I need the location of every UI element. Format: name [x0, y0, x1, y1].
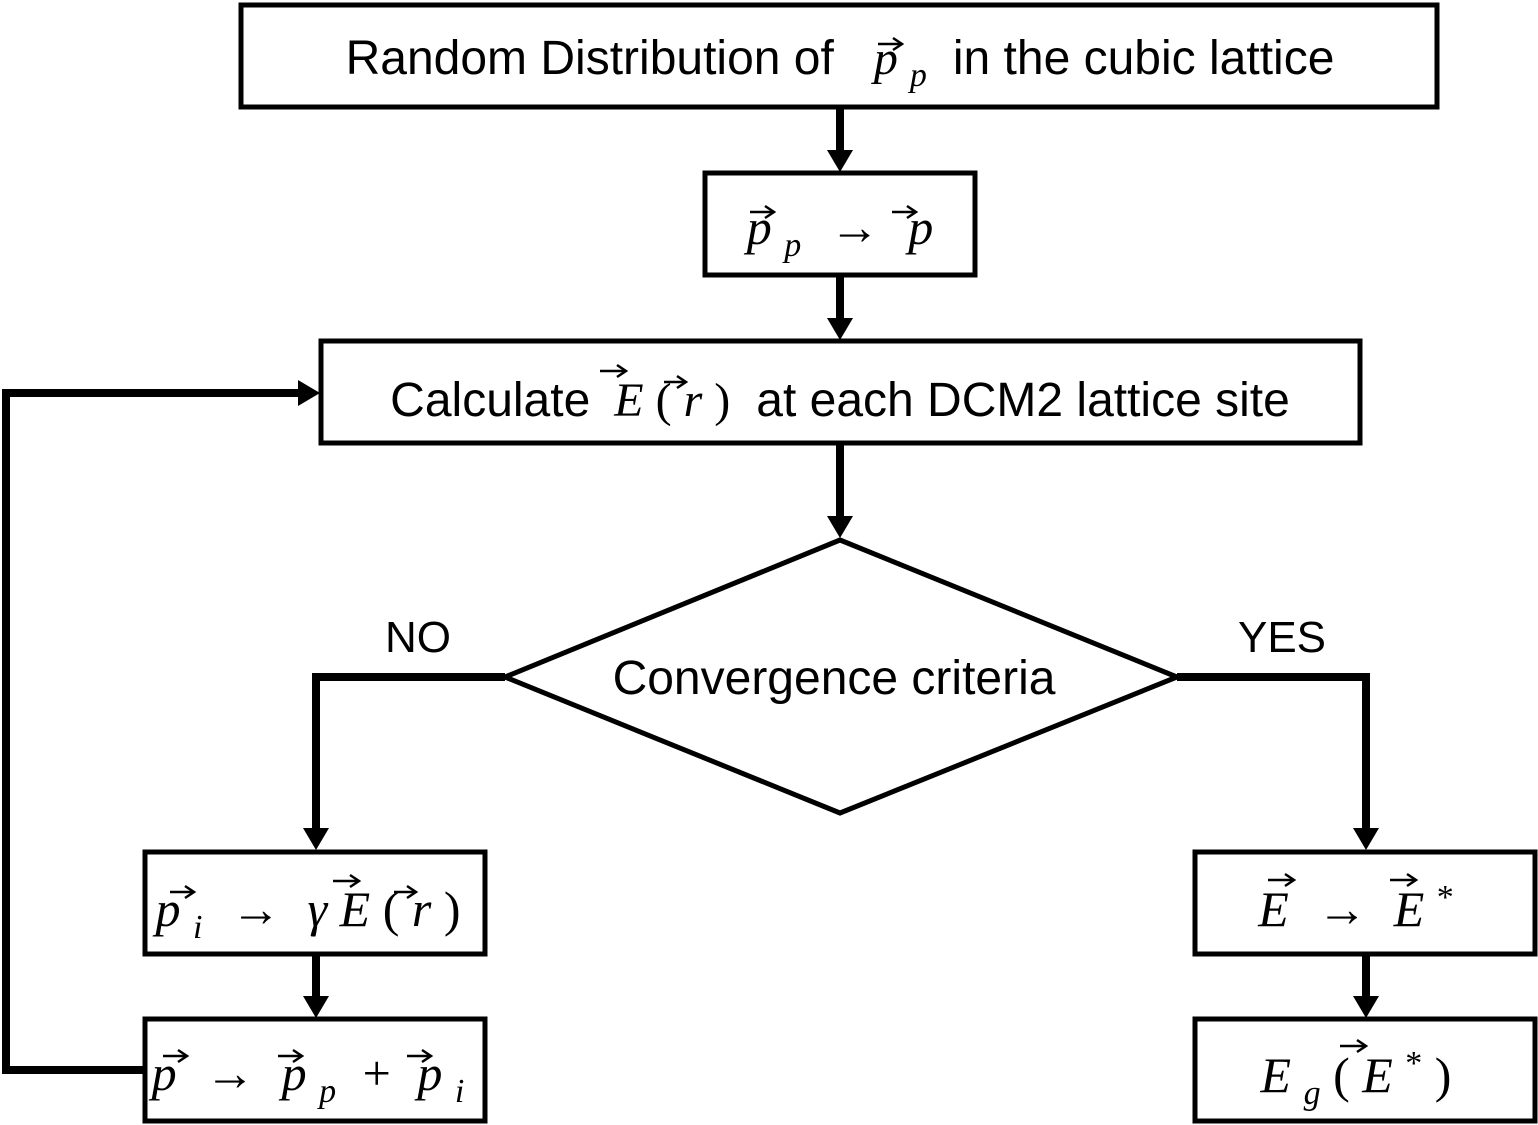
node-calculate-field: Calculate E ( r ) at each DCM2 lattice s…: [318, 338, 1363, 446]
estar-rhs-symbol: E: [1393, 881, 1425, 937]
calc-open-paren: (: [656, 374, 672, 427]
eg-field-symbol: E: [1361, 1047, 1393, 1103]
calc-text-after: at each DCM2 lattice site: [756, 374, 1290, 427]
node-eg-box: [1192, 1016, 1538, 1124]
calc-pos-symbol: r: [684, 374, 703, 427]
pp-lhs-subscript: p: [782, 227, 801, 264]
eg-main-symbol: E: [1260, 1047, 1292, 1103]
node-psum-box: [142, 1016, 488, 1124]
vector-arrow-icon: [1340, 1038, 1369, 1054]
node-pp-to-p: p p → p: [702, 170, 978, 278]
random-p-subscript: p: [908, 57, 927, 94]
random-text-after: in the cubic lattice: [953, 32, 1335, 85]
node-eg-expression: E g ( E * ): [1260, 1029, 1452, 1115]
node-estar-box: [1192, 849, 1538, 957]
psum-lhs-symbol: p: [149, 1045, 177, 1101]
node-random-distribution: Random Distribution of p p in the cubic …: [238, 2, 1440, 110]
estar-arrow: →: [1317, 881, 1367, 937]
psum-term1-subscript: p: [317, 1073, 336, 1110]
node-calc-box: [318, 338, 1363, 446]
arrowhead-to-pp: [827, 150, 853, 172]
eg-close-paren: ): [1435, 1047, 1452, 1103]
vector-arrow-icon: [163, 1048, 434, 1064]
connectors: [2, 108, 1379, 1074]
node-convergence-decision: Convergence criteria: [498, 537, 1184, 816]
psum-arrow: →: [205, 1045, 255, 1101]
eg-superscript: *: [1405, 1045, 1422, 1082]
arrowhead-to-eg: [1353, 996, 1379, 1018]
psum-plus: +: [363, 1045, 391, 1101]
estar-lhs-symbol: E: [1257, 881, 1289, 937]
pi-gamma-symbol: γ: [307, 881, 328, 937]
node-psum-expression: p → p p + p i: [149, 1045, 465, 1113]
node-eg: E g ( E * ): [1192, 1016, 1538, 1124]
pi-lhs-symbol: p: [153, 881, 181, 937]
pi-field-symbol: E: [339, 881, 371, 937]
pp-arrow: →: [830, 199, 880, 255]
connector-feedback-loop: [2, 389, 298, 1074]
vector-arrow-icon: [600, 363, 689, 390]
node-estar-expression: E → E *: [1257, 879, 1454, 937]
psum-term1-symbol: p: [279, 1045, 307, 1101]
calc-field-symbol: E: [613, 374, 643, 427]
pi-pos-symbol: r: [412, 881, 432, 937]
vector-arrow-icon: [750, 204, 919, 220]
node-p-sum: p → p p + p i: [142, 1016, 488, 1124]
vector-arrow-icon: [170, 873, 419, 900]
decision-label: Convergence criteria: [613, 652, 1056, 705]
node-random-box: [238, 2, 1440, 110]
eg-subscript: g: [1304, 1075, 1321, 1112]
arrowhead-to-decision: [827, 516, 853, 538]
node-pi-expression: p i → γ E ( r ): [153, 881, 461, 949]
decision-diamond: [498, 537, 1184, 816]
node-calc-label: Calculate E ( r ) at each DCM2 lattice s…: [390, 374, 1290, 427]
arrowhead-loop-to-calc: [298, 380, 320, 406]
random-p-symbol: p: [871, 32, 898, 85]
estar-superscript: *: [1437, 879, 1454, 916]
node-pp-box: [702, 170, 978, 278]
calc-close-paren: ): [714, 374, 730, 427]
node-pp-expression: p p → p: [744, 199, 934, 267]
branch-label-no: NO: [385, 613, 451, 662]
node-e-star: E → E *: [1192, 849, 1538, 957]
pi-open-paren: (: [383, 881, 400, 937]
arrowhead-to-e-star: [1353, 828, 1379, 850]
calc-text-before: Calculate: [390, 374, 590, 427]
connector-yes-branch: [1177, 673, 1370, 828]
node-random-label: Random Distribution of p p in the cubic …: [346, 32, 1335, 97]
connector-no-branch: [312, 673, 505, 828]
arrowhead-to-pi-update: [303, 828, 329, 850]
pi-close-paren: ): [444, 881, 461, 937]
pi-lhs-subscript: i: [193, 909, 202, 946]
eg-open-paren: (: [1333, 1047, 1350, 1103]
random-text-before: Random Distribution of: [346, 32, 835, 85]
node-pi-box: [142, 849, 488, 957]
vector-arrow-icon: [1268, 872, 1419, 888]
branch-label-yes: YES: [1238, 613, 1326, 662]
arrowhead-to-p-sum: [303, 996, 329, 1018]
psum-term2-subscript: i: [455, 1073, 464, 1110]
pi-arrow: →: [231, 881, 281, 937]
vector-arrow-icon: [878, 36, 905, 52]
arrowhead-to-calc: [827, 318, 853, 340]
node-pi-update: p i → γ E ( r ): [142, 849, 488, 957]
